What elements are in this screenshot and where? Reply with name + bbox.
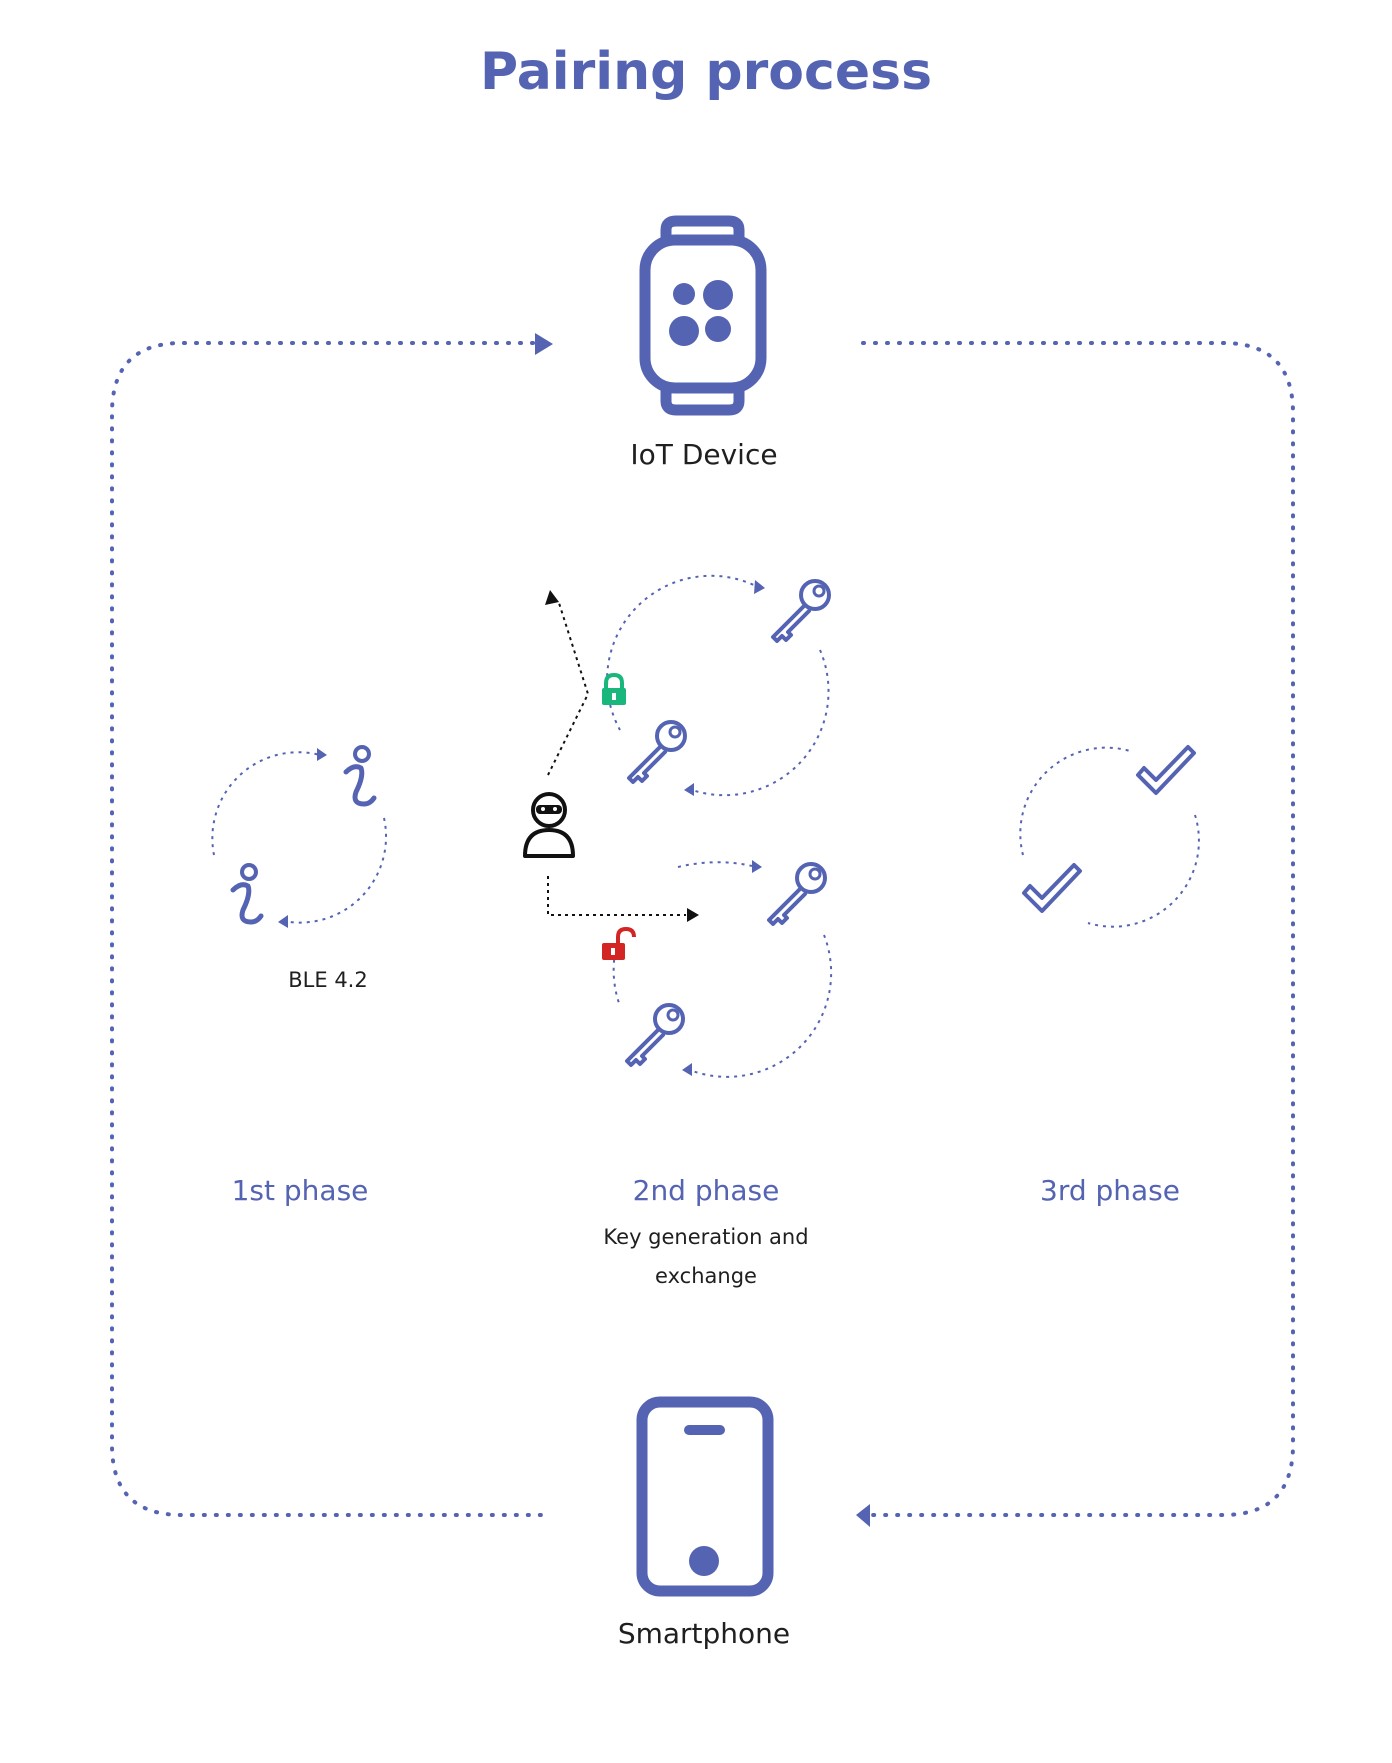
phase-2-note-line-1: Key generation and <box>603 1225 808 1249</box>
phase-2-lower-cycle <box>612 861 833 1078</box>
outer-arrow-to-smartphone <box>856 1504 870 1527</box>
page-title: Pairing process <box>480 42 932 102</box>
phase-2-lower-arrow-top <box>752 860 762 873</box>
outer-arrow-to-device <box>535 333 553 355</box>
phase-1-label: 1st phase <box>232 1174 369 1207</box>
phase-1-note: BLE 4.2 <box>288 968 367 992</box>
phase-2-upper-arrow-bottom <box>684 783 694 796</box>
checkmark-icon <box>1022 863 1082 913</box>
phase-2-upper-cycle <box>606 574 830 797</box>
padlock-unlocked-icon <box>602 926 636 960</box>
key-icon <box>625 1003 685 1067</box>
phase-2-upper-arrow-top <box>754 580 765 594</box>
phase-2-note-line-2: exchange <box>655 1264 757 1288</box>
outer-loop <box>110 341 1295 1517</box>
info-icon <box>346 747 374 804</box>
phase-3-cycle <box>1019 746 1200 928</box>
attacker-arrow-right <box>687 908 699 922</box>
attacker-intercept-paths <box>547 602 686 916</box>
attacker-arrow-up <box>545 590 559 605</box>
key-icon <box>771 579 831 643</box>
phase-2-lower-arrow-bottom <box>682 1063 692 1076</box>
phase-2-label: 2nd phase <box>633 1174 780 1207</box>
key-icon <box>627 720 687 784</box>
attacker-icon <box>523 792 575 858</box>
phase-1-cycle <box>211 751 387 924</box>
iot-device-label: IoT Device <box>630 438 777 471</box>
smartphone-icon <box>636 1396 774 1597</box>
smartwatch-icon <box>639 215 767 416</box>
phase-1-arrow-bottom <box>278 915 288 928</box>
phase-3-label: 3rd phase <box>1040 1174 1180 1207</box>
info-icon <box>233 865 261 922</box>
checkmark-icon <box>1136 745 1196 795</box>
phase-1-arrow-top <box>317 748 327 761</box>
smartphone-label: Smartphone <box>618 1617 790 1650</box>
key-icon <box>767 862 827 926</box>
padlock-locked-icon <box>602 672 626 705</box>
